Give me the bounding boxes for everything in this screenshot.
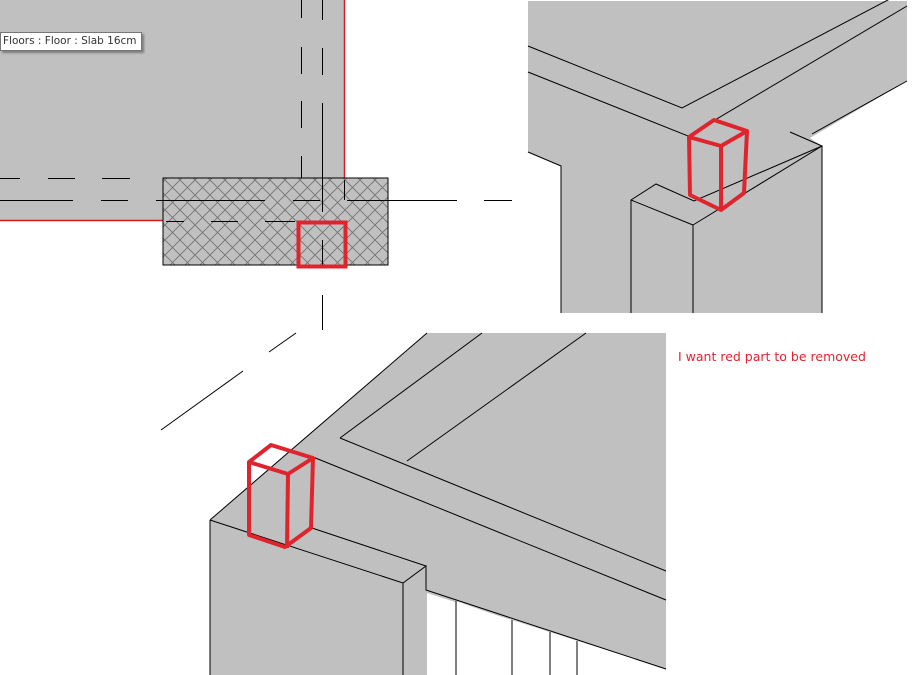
plan-view[interactable]: [0, 0, 512, 431]
plan-highlight-box: [296, 220, 348, 269]
bottom-highlight-box: [247, 443, 315, 549]
slab-bottom-surface[interactable]: [210, 333, 666, 675]
opening-gap-1: [456, 601, 512, 675]
3d-view-bottom[interactable]: [209, 332, 667, 675]
annotation-note: I want red part to be removed: [678, 349, 866, 364]
horizontal-dashed-lines: [0, 178, 512, 222]
diagonal-dashed-lines: [160, 332, 297, 431]
3d-view-top-right[interactable]: [527, 0, 908, 313]
element-tooltip: Floors : Floor : Slab 16cm: [0, 32, 142, 51]
slab-top-surface[interactable]: [528, 1, 907, 313]
vertical-dashed-lines: [301, 0, 345, 330]
top-right-highlight-box: [687, 118, 749, 212]
slab-edges-bottom: [209, 332, 667, 675]
opening-gap-2: [577, 641, 666, 675]
